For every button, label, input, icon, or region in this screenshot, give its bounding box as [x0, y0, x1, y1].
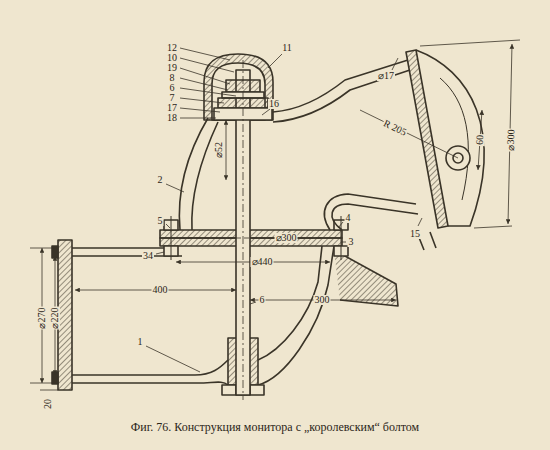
dimension-label: 300 [314, 295, 331, 305]
callout-number: 12 [166, 43, 178, 53]
callout-number: 5 [157, 216, 164, 226]
dimension-label: 400 [152, 285, 169, 295]
leader-lines [146, 48, 422, 372]
figure-caption: Фиг. 76. Конструкция монитора с „королев… [0, 420, 550, 435]
callout-number: 2 [157, 175, 164, 185]
dimension-label: 20 [43, 398, 53, 410]
callout-number: 34 [142, 251, 154, 261]
inlet-flange [58, 240, 72, 390]
callout-number: 7 [169, 93, 176, 103]
dimension-label: ⌀52 [214, 141, 224, 159]
dimension-label: ⌀270 [37, 307, 47, 330]
bolt-cap [204, 54, 273, 120]
callout-number: 16 [268, 99, 280, 109]
callout-number: 10 [166, 53, 178, 63]
callout-number: 17 [166, 103, 178, 113]
callout-number: 4 [345, 213, 352, 223]
callout-number: 6 [169, 83, 176, 93]
callout-number: 8 [169, 73, 176, 83]
elbow-wall [179, 118, 218, 230]
callout-number: 3 [348, 237, 355, 247]
callout-number: 11 [281, 43, 293, 53]
callout-number: 15 [409, 229, 421, 239]
dimension-label: ⌀17 [377, 71, 395, 81]
dimension-label: ⌀440 [251, 257, 274, 267]
dimension-label: 60 [475, 134, 485, 146]
callout-number: 6 [259, 295, 266, 305]
upper-flange [160, 230, 342, 238]
callout-number: 18 [166, 113, 178, 123]
callout-number: 1 [137, 337, 144, 347]
dimension-label: ⌀220 [50, 307, 60, 330]
lower-flange [160, 238, 342, 246]
dimension-label: ⌀300 [506, 128, 517, 151]
upper-body [273, 60, 410, 122]
callout-number: 19 [166, 63, 178, 73]
support-lug [334, 250, 398, 306]
dimension-label: ⌀300 [275, 233, 298, 243]
nozzle-flange [406, 50, 448, 228]
dimension-lines [30, 40, 520, 390]
